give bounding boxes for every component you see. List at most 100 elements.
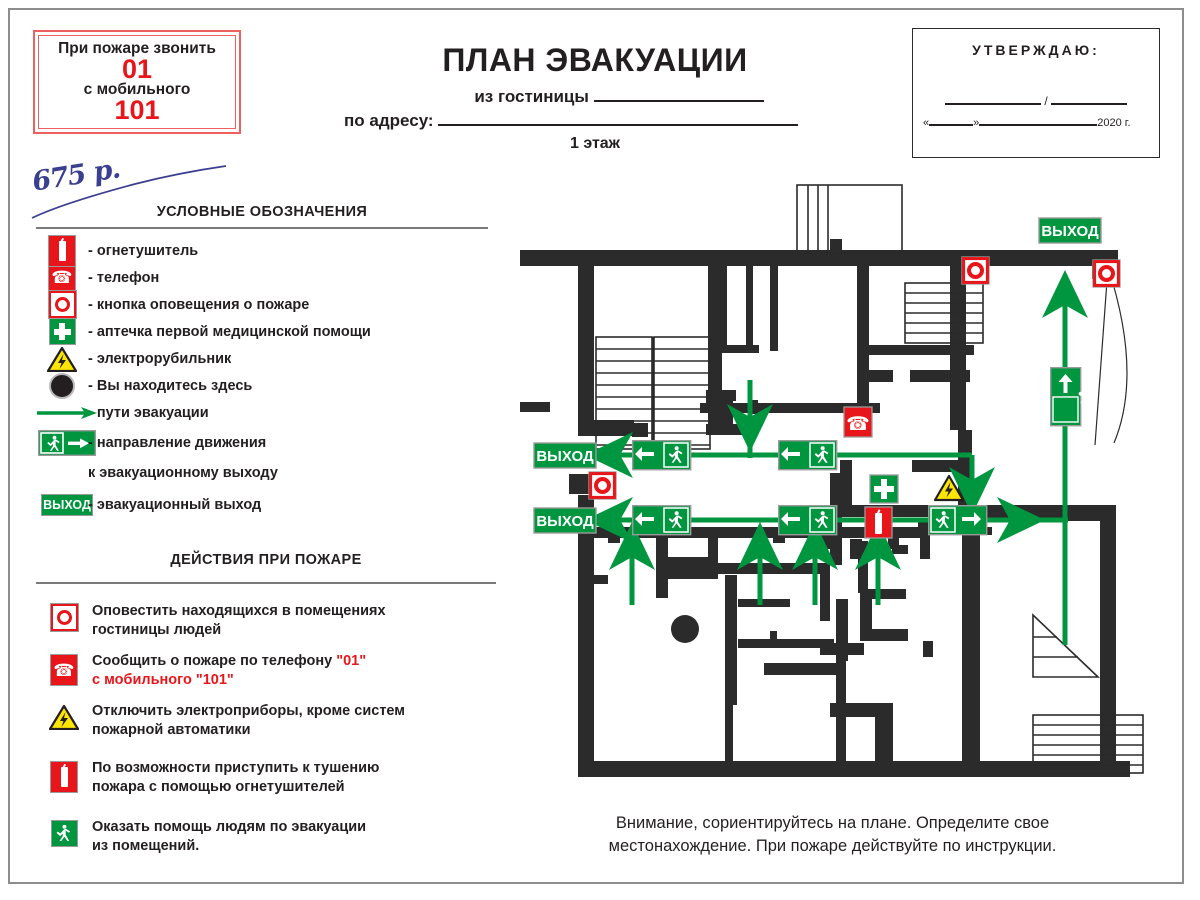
action-line: гостиницы людей xyxy=(92,621,222,638)
legend-section: УСЛОВНЫЕ ОБОЗНАЧЕНИЯ - огнетушитель ☎ - … xyxy=(36,204,488,523)
legend-item-telephone: ☎ - телефон xyxy=(36,261,488,294)
fire-extinguisher-icon xyxy=(36,234,88,267)
day-blank xyxy=(929,124,974,126)
electrical-switch-icon xyxy=(36,702,92,731)
approval-heading: УТВЕРЖДАЮ: xyxy=(972,42,1100,58)
action-line: Оказать помощь людям по эвакуации xyxy=(92,819,367,836)
direction-sign-right-low xyxy=(777,504,838,536)
action-text: Оказать помощь людям по эвакуации из пом… xyxy=(92,818,366,855)
you-are-here-icon xyxy=(671,615,699,643)
legend-label: - электрорубильник xyxy=(88,350,232,367)
action-text: Сообщить о пожаре по телефону "01" с моб… xyxy=(92,652,366,689)
telephone-icon: ☎ xyxy=(36,652,92,687)
you-are-here-icon xyxy=(36,372,88,399)
legend-label: - телефон xyxy=(88,269,160,286)
direction-sign-right-up xyxy=(777,439,838,471)
action-line: Отключить электроприборы, кроме систем xyxy=(92,703,406,720)
approval-year: 2020 г. xyxy=(1097,117,1131,129)
handwritten-annotation: 675 р. xyxy=(30,153,250,220)
legend-label: - кнопка оповещения о пожаре xyxy=(88,296,310,313)
legend-label: - направление движения xyxy=(88,434,267,451)
action-text: Оповестить находящихся в помещениях гост… xyxy=(92,602,386,639)
fire-alarm-button-icon xyxy=(569,471,617,500)
svg-text:ВЫХОД: ВЫХОД xyxy=(536,513,594,530)
action-line: По возможности приступить к тушению xyxy=(92,760,380,777)
phone-number-01: "01" xyxy=(336,653,367,670)
telephone-icon: ☎ xyxy=(843,406,873,438)
handwritten-stroke-icon xyxy=(31,165,227,219)
action-item-help-evacuate: Оказать помощь людям по эвакуации из пом… xyxy=(36,818,496,855)
electrical-switch-icon xyxy=(933,474,965,502)
legend-item-first-aid: - аптечка первой медицинской помощи xyxy=(36,318,488,345)
action-line: Сообщить о пожаре по телефону "01" xyxy=(92,652,366,671)
fire-alarm-button-icon xyxy=(961,256,990,285)
address-blank xyxy=(438,124,799,126)
plan-stairs xyxy=(595,184,1144,774)
actions-divider xyxy=(36,582,496,584)
legend-label: - огнетушитель xyxy=(88,242,199,259)
legend-label: - пути эвакуации xyxy=(88,404,209,421)
legend-item-you-are-here: - Вы находитесь здесь xyxy=(36,372,488,399)
action-line: пожара с помощью огнетушителей xyxy=(92,778,345,795)
legend-item-fire-extinguisher: - огнетушитель xyxy=(36,234,488,267)
electrical-switch-icon xyxy=(36,346,88,372)
action-text: Отключить электроприборы, кроме систем п… xyxy=(92,702,405,739)
plan-exit-signs: ВЫХОД ВЫХОД ВЫХОД xyxy=(533,217,1102,534)
legend-label: - аптечка первой медицинской помощи xyxy=(88,323,371,340)
call-box-line2: с мобильного xyxy=(83,81,191,98)
floor-label: 1 этаж xyxy=(569,135,621,152)
approval-box: УТВЕРЖДАЮ: / «»2020 г. xyxy=(912,28,1160,158)
hotel-label: из гостиницы xyxy=(474,87,589,106)
phone-number-101: с мобильного "101" xyxy=(92,671,234,688)
note-line-2: местонахождение. При пожаре действуйте п… xyxy=(608,836,1057,855)
legend-divider xyxy=(36,227,488,229)
direction-sign-far-right xyxy=(927,504,988,536)
action-item-extinguish: По возможности приступить к тушению пожа… xyxy=(36,759,496,796)
svg-text:ВЫХОД: ВЫХОД xyxy=(536,448,594,465)
action-line: Оповестить находящихся в помещениях xyxy=(92,603,386,619)
approval-date-row: «»2020 г. xyxy=(913,117,1159,129)
running-man-icon xyxy=(36,818,92,848)
direction-sign-riser xyxy=(1049,366,1096,427)
emergency-call-box: При пожаре звонить 01 с мобильного 101 xyxy=(33,30,241,134)
fire-extinguisher-icon xyxy=(36,759,92,794)
page-title: ПЛАН ЭВАКУАЦИИ xyxy=(442,42,748,78)
exit-sign-left-lower: ВЫХОД xyxy=(533,507,597,534)
legend-label: - Вы находитесь здесь xyxy=(88,377,253,394)
exit-sign-text: ВЫХОД xyxy=(41,494,93,516)
plan-markers: ☎ xyxy=(569,256,1121,643)
plan-direction-signs xyxy=(631,366,1096,536)
plan-walls-secondary xyxy=(578,250,1118,437)
fire-alarm-button-icon xyxy=(36,602,92,632)
address-label: по адресу: xyxy=(344,111,434,130)
quote-open: « xyxy=(923,117,930,129)
hotel-blank xyxy=(593,100,764,102)
action-item-call: ☎ Сообщить о пожаре по телефону "01" с м… xyxy=(36,652,496,689)
direction-sign-left-up xyxy=(631,439,692,471)
action-text: По возможности приступить к тушению пожа… xyxy=(92,759,379,796)
action-line: пожарной автоматики xyxy=(92,721,251,738)
month-blank xyxy=(979,124,1098,126)
approval-separator: / xyxy=(1044,94,1048,108)
floor-plan: ВЫХОД ВЫХОД ВЫХОД xyxy=(520,175,1180,815)
note-line-1: Внимание, сориентируйтесь на плане. Опре… xyxy=(615,814,1050,832)
fire-extinguisher-icon xyxy=(864,506,893,539)
signature-blank xyxy=(944,103,1041,105)
call-box-number-01: 01 xyxy=(121,54,153,84)
first-aid-kit-icon xyxy=(36,318,88,345)
approval-signature-row: / xyxy=(913,94,1159,108)
legend-label: к эвакуационному выходу xyxy=(88,465,278,481)
legend-item-direction-cont: к эвакуационному выходу xyxy=(36,459,488,487)
legend-label: - эвакуационный выход xyxy=(88,497,262,513)
legend-heading: УСЛОВНЫЕ ОБОЗНАЧЕНИЯ xyxy=(156,204,368,220)
green-arrow-icon xyxy=(36,406,98,420)
address-line: по адресу: xyxy=(330,111,860,131)
exit-sign-top-right: ВЫХОД xyxy=(1038,217,1102,244)
direction-sign-left-low xyxy=(631,504,692,536)
fire-alarm-button-icon xyxy=(36,290,88,319)
exit-sign-left-upper: ВЫХОД xyxy=(533,442,597,469)
call-box-number-101: 101 xyxy=(114,95,160,126)
legend-item-electrical-switch: - электрорубильник xyxy=(36,345,488,372)
attention-note: Внимание, сориентируйтесь на плане. Опре… xyxy=(545,812,1120,858)
